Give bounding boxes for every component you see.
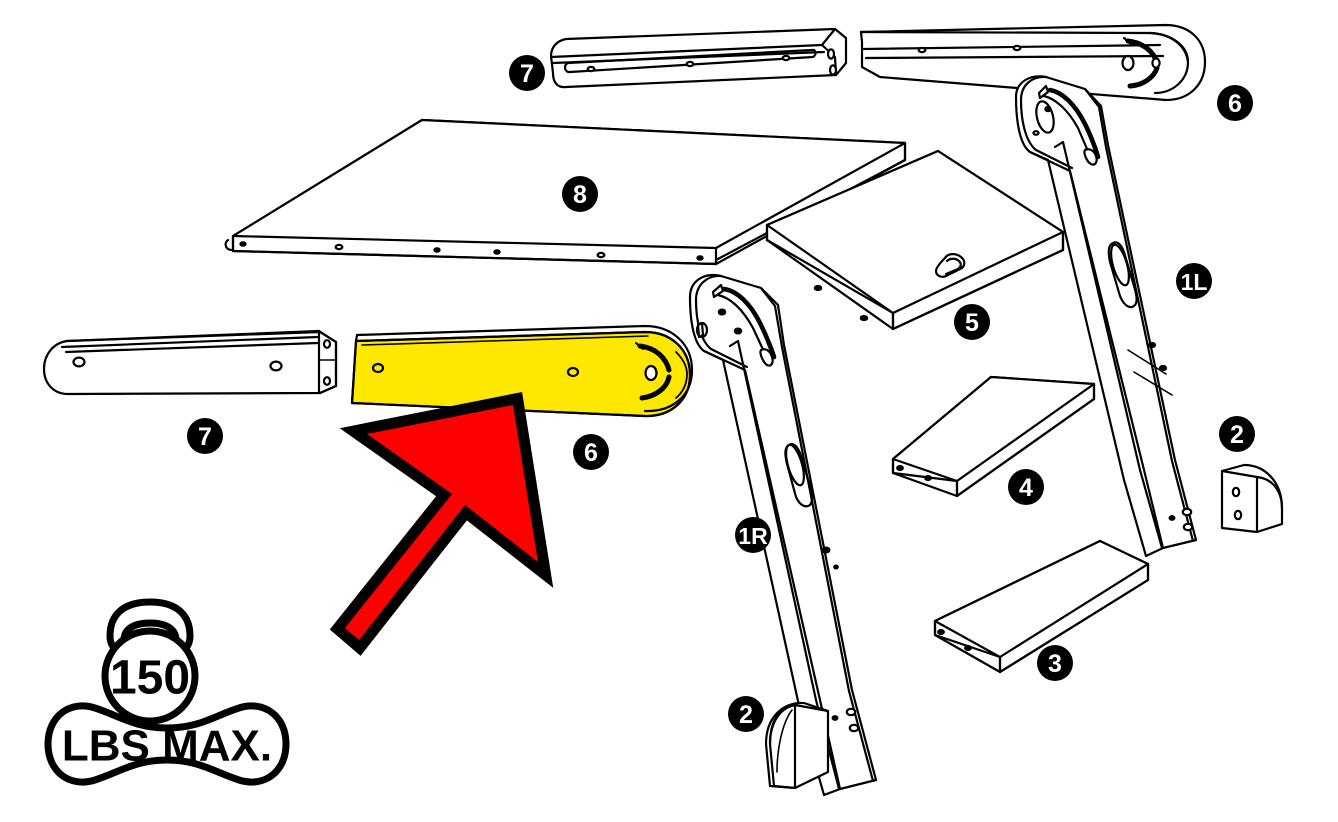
- part-7-side-rail-plain: [42, 329, 338, 396]
- callout-bubble[interactable]: [573, 434, 609, 470]
- callout-4-step-board-upper[interactable]: 4: [1008, 469, 1044, 505]
- part-2-foot-cap-left: [764, 701, 830, 790]
- callout-6-top-rail-front-right[interactable]: 6: [1217, 85, 1253, 121]
- callout-label: 4: [1019, 474, 1033, 502]
- callout-label: 7: [198, 423, 212, 451]
- callout-3-step-board-lower[interactable]: 3: [1037, 645, 1073, 681]
- callout-label: 3: [1048, 650, 1062, 678]
- callout-label: 1R: [738, 523, 768, 549]
- part-6-side-rail-highlighted: [350, 324, 694, 418]
- callout-7-top-rail-back[interactable]: 7: [509, 55, 545, 91]
- part-6-top-rail-right: [859, 23, 1207, 102]
- callout-label: 6: [1228, 90, 1242, 118]
- callout-1L-left-side-leg[interactable]: 1L: [1176, 263, 1212, 299]
- callout-6-side-rail-highlighted[interactable]: 6: [573, 434, 609, 470]
- callout-bubble[interactable]: [728, 696, 764, 732]
- callout-label: 8: [573, 181, 587, 209]
- arrow-fill: [345, 405, 538, 640]
- callout-label: 2: [1230, 421, 1244, 449]
- part-1L-side-leg: [1014, 75, 1198, 558]
- callout-bubble[interactable]: [735, 517, 771, 553]
- callout-7-side-rail-plain[interactable]: 7: [187, 418, 223, 454]
- weight-unit-label: LBS MAX.: [62, 722, 272, 771]
- badge-banner-shape: [44, 702, 290, 786]
- callout-bubble[interactable]: [187, 418, 223, 454]
- callout-bubble[interactable]: [1219, 416, 1255, 452]
- weight-value: 150: [110, 652, 190, 705]
- callout-8-large-back-panel[interactable]: 8: [562, 176, 598, 212]
- callout-label: 6: [584, 439, 598, 467]
- part-4-step-board-upper: [891, 375, 1096, 498]
- callout-2-foot-cap-left[interactable]: 2: [728, 696, 764, 732]
- callout-bubble[interactable]: [1037, 645, 1073, 681]
- callout-5-top-platform-board[interactable]: 5: [954, 304, 990, 340]
- callout-label: 2: [739, 701, 753, 729]
- callout-bubble[interactable]: [954, 304, 990, 340]
- callout-bubble[interactable]: [562, 176, 598, 212]
- part-2-foot-cap-right: [1220, 463, 1284, 534]
- kettlebell-body-icon: [101, 627, 199, 725]
- callout-label: 1L: [1181, 269, 1208, 295]
- callout-bubble[interactable]: [1176, 263, 1212, 299]
- part-3-step-board-lower: [933, 539, 1150, 674]
- callout-label: 5: [965, 309, 979, 337]
- part-7-top-rail: [549, 27, 848, 89]
- callout-bubble[interactable]: [1217, 85, 1253, 121]
- callout-label: 7: [520, 60, 534, 88]
- part-5-platform-board: [765, 149, 1065, 331]
- callout-1R-right-side-leg[interactable]: 1R: [735, 517, 771, 553]
- callout-bubble[interactable]: [1008, 469, 1044, 505]
- callout-2-foot-cap-right[interactable]: 2: [1219, 416, 1255, 452]
- callout-bubble[interactable]: [509, 55, 545, 91]
